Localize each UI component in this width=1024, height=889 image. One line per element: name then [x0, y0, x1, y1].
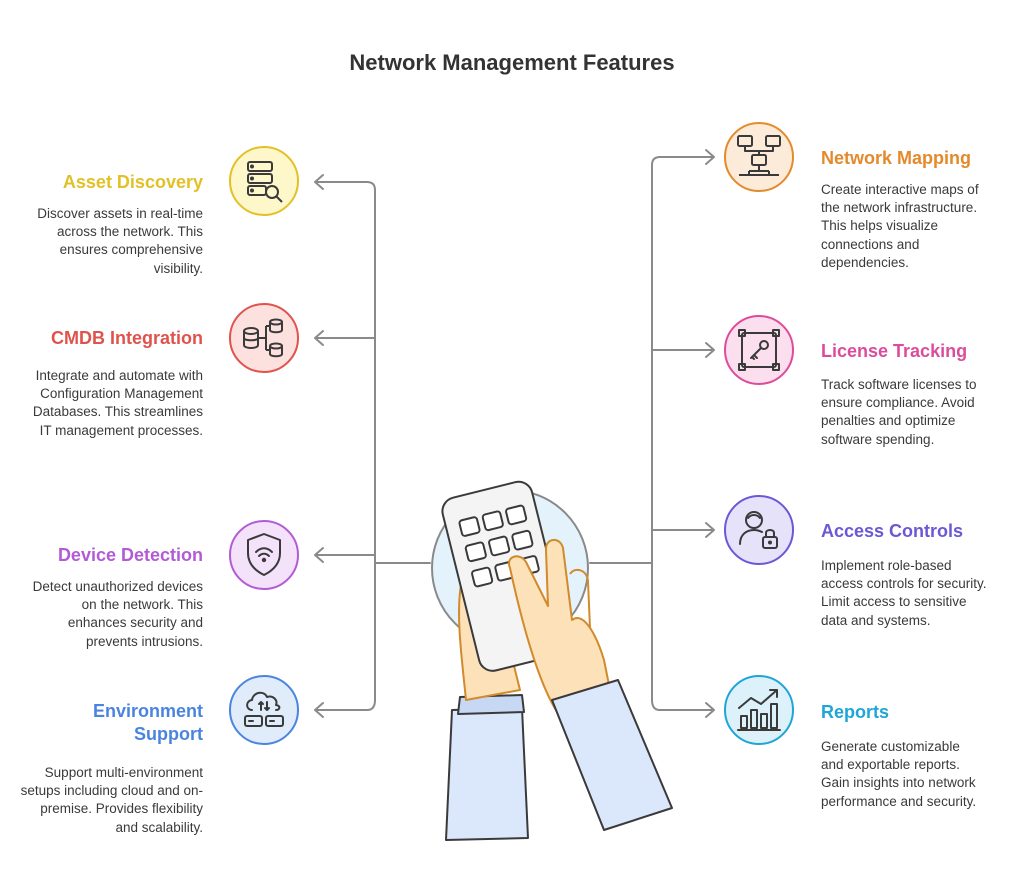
cloud-server-icon	[229, 675, 299, 745]
reports-description: Generate customizable and exportable rep…	[821, 739, 977, 809]
network-map-icon	[724, 122, 794, 192]
wifi-shield-icon	[229, 520, 299, 590]
server-search-icon	[229, 146, 299, 216]
license-tracking-title: License Tracking	[821, 341, 968, 361]
environment-support-description: Support multi-environment setups includi…	[20, 765, 203, 835]
user-lock-icon	[724, 495, 794, 565]
device-detection-description: Detect unauthorized devices on the netwo…	[32, 579, 203, 649]
license-tracking-description: Track software licenses to ensure compli…	[821, 377, 977, 447]
device-detection-title: Device Detection	[57, 545, 203, 565]
license-key-icon	[724, 315, 794, 385]
access-controls-title: Access Controls	[821, 521, 964, 541]
network-mapping-title: Network Mapping	[821, 148, 972, 168]
cmdb-integration-title: CMDB Integration	[51, 328, 203, 348]
network-mapping-description: Create interactive maps of the network i…	[821, 182, 979, 270]
environment-support-title: Environment Support	[92, 701, 203, 744]
database-link-icon	[229, 303, 299, 373]
asset-discovery-title: Asset Discovery	[62, 172, 203, 192]
cmdb-integration-description: Integrate and automate with Configuratio…	[32, 368, 203, 438]
asset-discovery-description: Discover assets in real-time across the …	[37, 206, 203, 276]
hand-tablet-illustration	[431, 480, 673, 841]
access-controls-description: Implement role-based access controls for…	[821, 558, 987, 628]
page-title: Network Management Features	[349, 50, 675, 75]
chart-report-icon	[724, 675, 794, 745]
reports-title: Reports	[821, 702, 890, 722]
